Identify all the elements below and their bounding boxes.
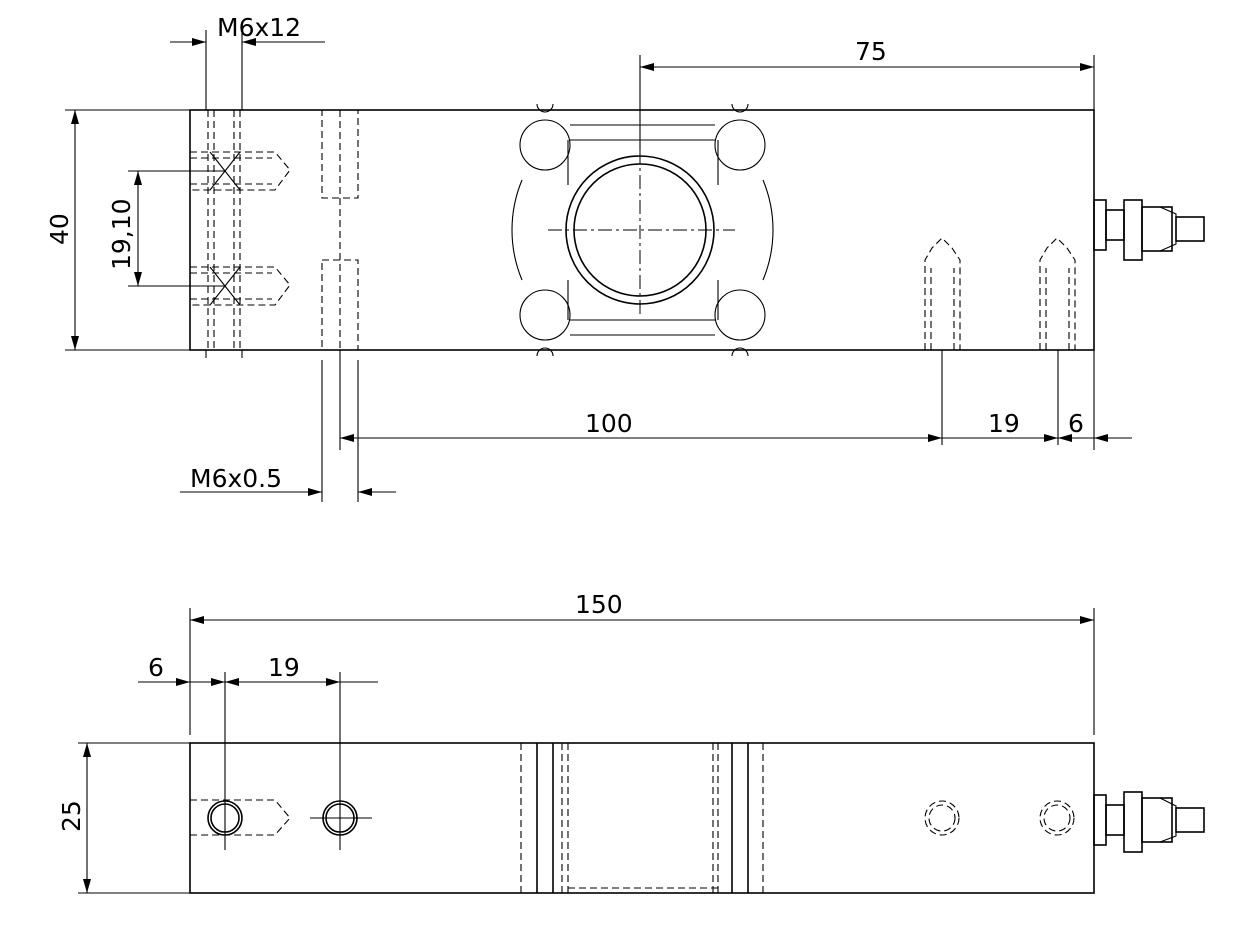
cable-connector-top [1093,199,1205,261]
dim-length-100-label: 100 [585,409,633,438]
dim-height-25: 25 [57,742,190,894]
horizontal-threaded-holes [190,151,291,306]
dim-spacing-19-bottom-label: 19 [268,653,300,682]
dim-pitch-vertical-label: 19,10 [107,198,136,270]
dim-height-25-label: 25 [57,800,86,832]
dim-height-40: 40 [45,109,190,351]
dim-side-chain: 6 19 [138,653,378,780]
left-vertical-bores [205,102,243,358]
cable-connector-side [1093,791,1205,853]
second-vertical-bores [321,109,359,351]
dim-thread-top: M6x12 [170,13,325,102]
dim-length-150: 150 [189,590,1095,735]
dim-thread-top-label: M6x12 [217,13,301,42]
dim-bottom-chain: 100 19 6 [339,350,1132,450]
dim-width-75-label: 75 [855,37,887,66]
right-pins [924,237,1076,445]
dim-length-150-label: 150 [575,590,623,619]
dim-thread-side: M6x0.5 [180,360,396,502]
side-view: 150 6 19 25 [57,590,1205,894]
dim-width-75: 75 [639,37,1095,150]
top-view: M6x12 75 40 19,10 [45,13,1205,502]
dim-thread-side-label: M6x0.5 [190,464,282,493]
dim-edge-6-top-label: 6 [1068,409,1084,438]
dim-height-40-label: 40 [45,213,74,245]
dim-pitch-vertical: 19,10 [107,170,225,287]
dim-edge-6-bottom-label: 6 [148,653,164,682]
side-view-slots [520,743,764,893]
dim-spacing-19-top-label: 19 [988,409,1020,438]
centre-opening [511,103,774,357]
side-view-holes [190,780,1075,850]
